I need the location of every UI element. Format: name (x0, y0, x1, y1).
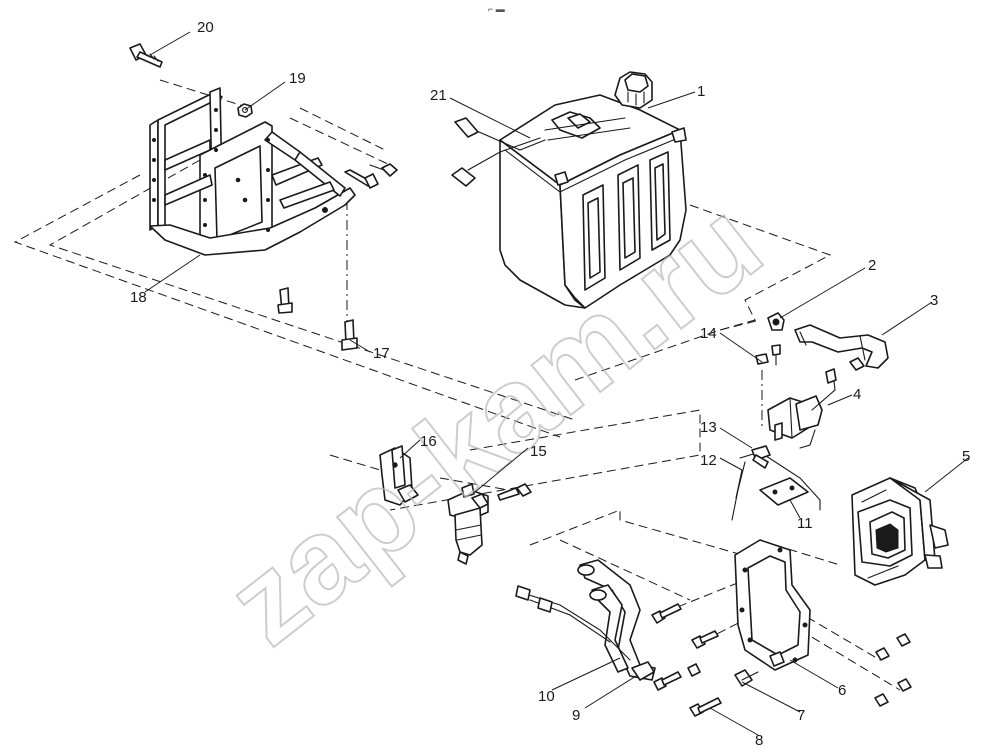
plate-fasteners (497, 483, 912, 707)
part-10-cable (515, 585, 631, 661)
part-6-mounting-plate (734, 539, 811, 671)
callout-8: 8 (755, 732, 763, 749)
callout-21: 21 (430, 87, 447, 104)
frame-bolts (277, 163, 398, 351)
part-9-hose (577, 559, 656, 681)
callout-16: 16 (420, 433, 437, 450)
callout-17: 17 (373, 345, 390, 362)
callout-5: 5 (962, 448, 970, 465)
part-11-bracket (759, 477, 809, 506)
callout-10: 10 (538, 688, 555, 705)
part-20-bolt (129, 43, 163, 68)
callout-2: 2 (868, 257, 876, 274)
callout-1: 1 (697, 83, 705, 100)
part-12-pipe (731, 461, 746, 521)
callout-19: 19 (289, 70, 306, 87)
callout-18: 18 (130, 289, 147, 306)
part-3-hose (794, 324, 889, 371)
callout-15: 15 (530, 443, 547, 460)
callout-20: 20 (197, 19, 214, 36)
part-15-filter (447, 483, 489, 565)
part-7-bolt (734, 669, 759, 687)
callout-14: 14 (700, 325, 717, 342)
part-16-bracket (379, 445, 419, 506)
callout-12: 12 (700, 452, 717, 469)
callout-6: 6 (838, 682, 846, 699)
callout-11: 11 (797, 515, 813, 532)
part-13-pipe (739, 445, 821, 511)
part-1-tank (499, 71, 687, 309)
part-5-heater-unit (851, 477, 949, 586)
watermark: zap-kam.ru (204, 175, 786, 671)
callout-4: 4 (853, 386, 861, 403)
top-mark: ⌐ ▬ (488, 4, 505, 14)
callout-3: 3 (930, 292, 938, 309)
part-14-bolt (755, 344, 781, 366)
part-21-wiring (451, 117, 546, 187)
part-2-clamp (767, 312, 785, 331)
part-18-frame (149, 87, 356, 256)
part-19-nut (237, 103, 253, 118)
callout-13: 13 (700, 419, 717, 436)
callout-7: 7 (797, 707, 805, 724)
leader-lines (144, 31, 969, 736)
part-8-bolt (689, 697, 722, 717)
callout-9: 9 (572, 707, 580, 724)
part-4-pump (767, 368, 837, 449)
callout-labels: 1 2 3 4 5 6 7 8 9 10 11 12 13 14 15 16 1… (130, 19, 970, 749)
watermark-layer: zap-kam.ru (203, 174, 787, 672)
